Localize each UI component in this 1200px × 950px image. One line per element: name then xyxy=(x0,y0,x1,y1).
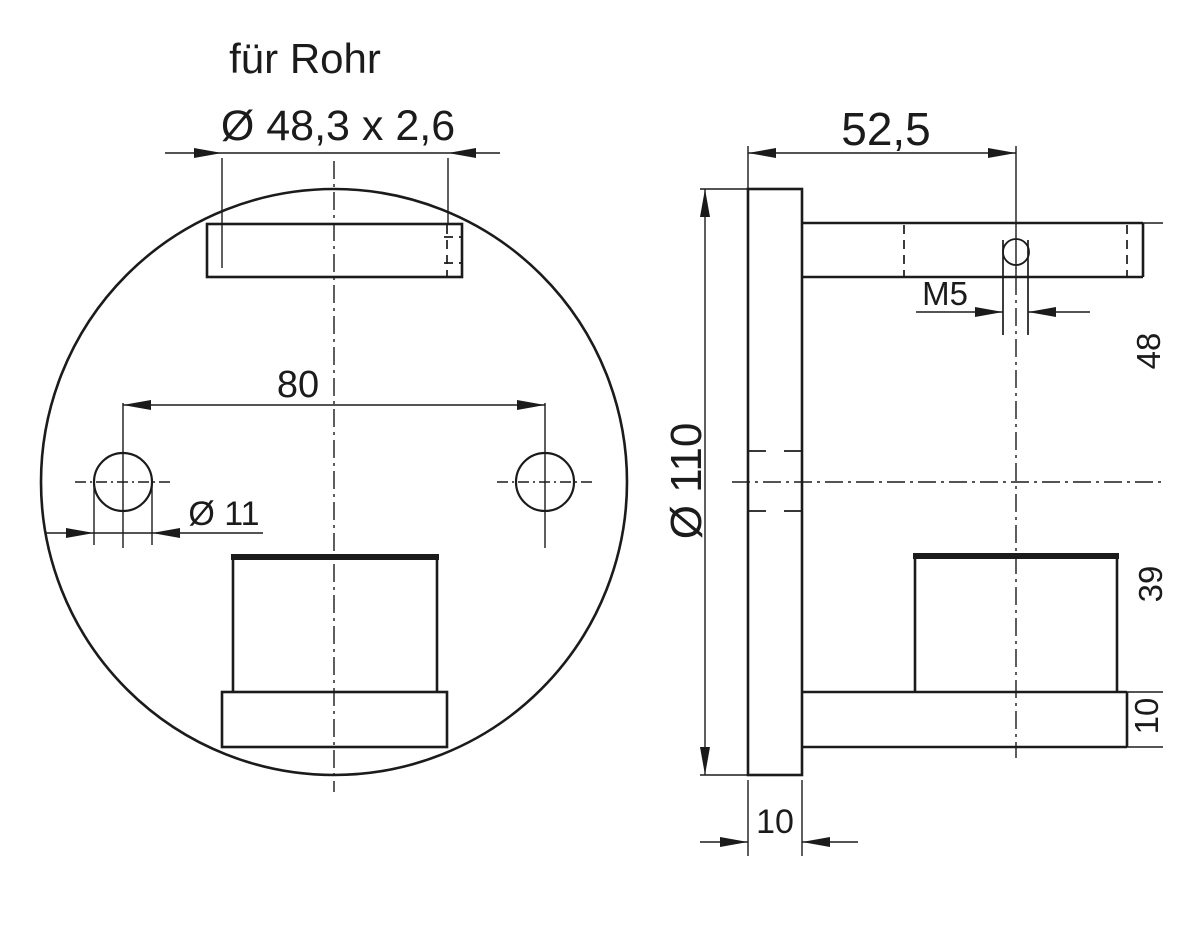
dim-10b-label: 10 xyxy=(756,803,794,841)
dim-tube: für Rohr Ø 48,3 x 2,6 xyxy=(165,35,500,268)
dim-80-arrow-left xyxy=(123,400,151,410)
wall-plate xyxy=(746,187,804,777)
dim-80-label: 80 xyxy=(277,364,319,406)
dim-10b-arrow-right xyxy=(802,837,830,847)
dim-48: 48 xyxy=(1130,222,1167,370)
tube-slot xyxy=(205,222,464,279)
dim-80-arrow-right xyxy=(517,400,545,410)
dim-10b-arrow-left xyxy=(720,837,748,847)
dim-m5-label: M5 xyxy=(922,275,968,312)
dim-525-arrow-right xyxy=(988,148,1016,158)
dim-tube-arrow-right xyxy=(448,148,476,158)
dim-11-label: Ø 11 xyxy=(188,495,259,533)
dim-525-arrow-left xyxy=(748,148,776,158)
dim-m5-arrow-right xyxy=(1028,307,1056,317)
dim-39-label: 39 xyxy=(1132,566,1169,603)
title-for-rohr: für Rohr xyxy=(229,35,381,82)
flange-outline-circle xyxy=(39,187,629,777)
dim-39: 39 xyxy=(1127,566,1169,693)
dim-525-label: 52,5 xyxy=(841,103,931,155)
dim-hole-spacing: 80 xyxy=(122,364,546,548)
dim-110-label: Ø 110 xyxy=(662,423,711,540)
front-view: für Rohr Ø 48,3 x 2,6 80 Ø 11 xyxy=(39,35,629,792)
dim-tube-arrow-left xyxy=(194,148,222,158)
dim-11-arrow-right xyxy=(152,528,180,538)
dim-10r-label: 10 xyxy=(1128,698,1165,735)
dim-m5: M5 xyxy=(916,275,1090,317)
collar-front xyxy=(220,690,449,749)
dim-m5-arrow-left xyxy=(975,307,1003,317)
dim-hole-diameter: Ø 11 xyxy=(45,484,263,545)
dim-flange-diameter: Ø 110 xyxy=(662,188,748,776)
side-view: 52,5 M5 Ø 110 48 39 xyxy=(662,103,1169,856)
dim-offset-52-5: 52,5 xyxy=(747,103,1016,189)
dim-48-label: 48 xyxy=(1130,333,1167,370)
dim-10-right: 10 xyxy=(1127,698,1165,748)
dim-10-bottom: 10 xyxy=(700,780,858,856)
dim-110-arrow-top xyxy=(700,189,710,217)
dim-11-arrow-left xyxy=(66,528,94,538)
title-tube-size: Ø 48,3 x 2,6 xyxy=(221,102,455,150)
dim-110-arrow-bottom xyxy=(700,747,710,775)
